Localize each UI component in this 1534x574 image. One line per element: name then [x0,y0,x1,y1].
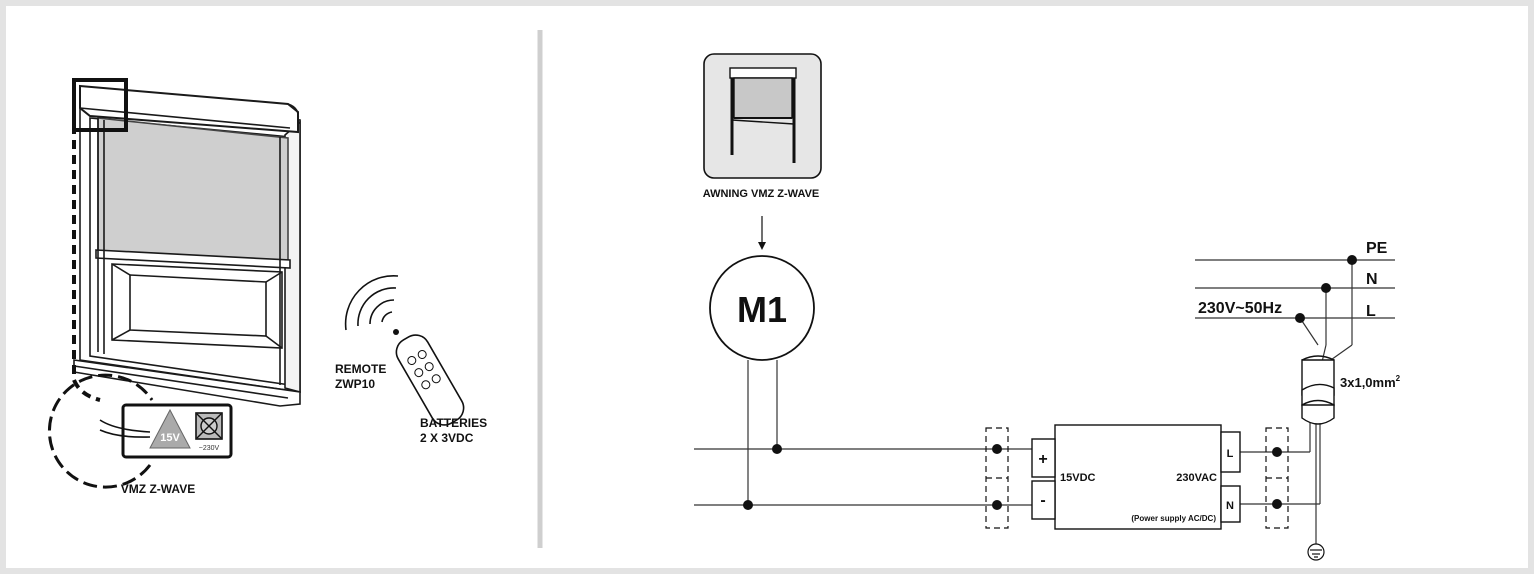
connector-15v-label: 15V [160,432,180,444]
ac-label: 230VAC [1176,472,1217,484]
batteries-label-line1: BATTERIES [420,416,487,430]
motor-highlight-box [72,78,128,132]
mains-label: 230V~50Hz [1198,300,1282,317]
remote-label-line2: ZWP10 [335,377,375,391]
minus-label: - [1040,492,1045,509]
dashed-cable [72,95,101,402]
batteries-label-line2: 2 X 3VDC [420,431,474,445]
motor-label: M1 [737,289,787,330]
remote-control-icon [393,329,465,426]
connector-230v-label: ~230V [199,445,220,452]
product-label: VMZ Z-WAVE [121,482,195,496]
awning-label: AWNING VMZ Z-WAVE [703,188,820,200]
term-l-label: L [1227,448,1234,460]
terminal-plus [1031,438,1056,478]
wire-junctions [743,255,1357,510]
window-illustration [73,84,301,407]
l-label: L [1366,303,1376,320]
motor-m1 [709,255,815,361]
term-n-label: N [1226,500,1234,512]
connector-detail: 15V ~230V [47,373,233,489]
cable-label: 3x1,0mm2 [1340,374,1401,390]
remote-label-line1: REMOTE [335,362,386,376]
terminal-n [1220,485,1241,523]
wireless-signal-icon [344,275,399,331]
plus-label: + [1038,451,1047,468]
terminal-l [1220,431,1241,473]
ground-icon [1307,543,1325,561]
dc-label: 15VDC [1060,472,1096,484]
terminal-minus [1031,480,1056,520]
awning-thumbnail-icon [729,67,797,163]
pe-label: PE [1366,240,1388,257]
cable-sheath [1301,355,1335,425]
awning-arrow-head [758,242,766,250]
psu-note: (Power supply AC/DC) [1131,514,1216,523]
n-label: N [1366,271,1378,288]
